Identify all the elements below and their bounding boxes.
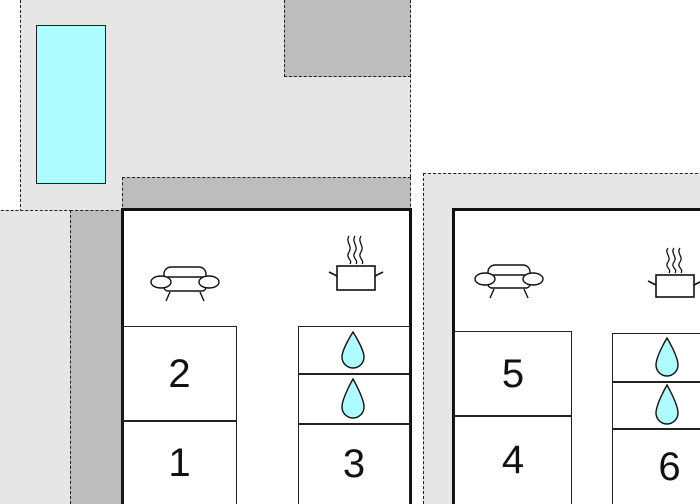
water-drop-icon bbox=[341, 377, 365, 419]
room-2: 2 bbox=[122, 326, 237, 422]
room-number: 3 bbox=[342, 442, 366, 486]
room-4: 4 bbox=[454, 415, 572, 504]
room-number: 6 bbox=[658, 444, 681, 489]
room-number: 2 bbox=[168, 352, 191, 396]
covered-terrace-top bbox=[284, 0, 411, 77]
sofa-icon bbox=[150, 266, 220, 302]
water-drop-icon bbox=[655, 383, 679, 425]
room-6: 6 bbox=[612, 428, 700, 504]
covered-terrace-side bbox=[70, 210, 124, 504]
sofa-icon bbox=[474, 264, 544, 299]
bathroom-right-b bbox=[612, 381, 700, 430]
swimming-pool bbox=[36, 25, 106, 184]
room-5: 5 bbox=[454, 331, 572, 417]
cooking-pot-icon bbox=[647, 247, 700, 298]
cooking-pot-icon bbox=[328, 235, 384, 291]
room-1: 1 bbox=[122, 420, 237, 504]
water-drop-icon bbox=[341, 330, 365, 369]
bathroom-right-a bbox=[612, 333, 700, 383]
room-3: 3 bbox=[298, 423, 410, 504]
room-number: 4 bbox=[501, 438, 525, 482]
bathroom-left-a bbox=[298, 326, 410, 375]
left-lawn-area bbox=[0, 210, 72, 504]
covered-terrace-front bbox=[122, 177, 411, 212]
water-drop-icon bbox=[655, 336, 679, 377]
room-number: 1 bbox=[168, 440, 191, 485]
bathroom-left-b bbox=[298, 373, 410, 425]
room-number: 5 bbox=[501, 352, 525, 396]
